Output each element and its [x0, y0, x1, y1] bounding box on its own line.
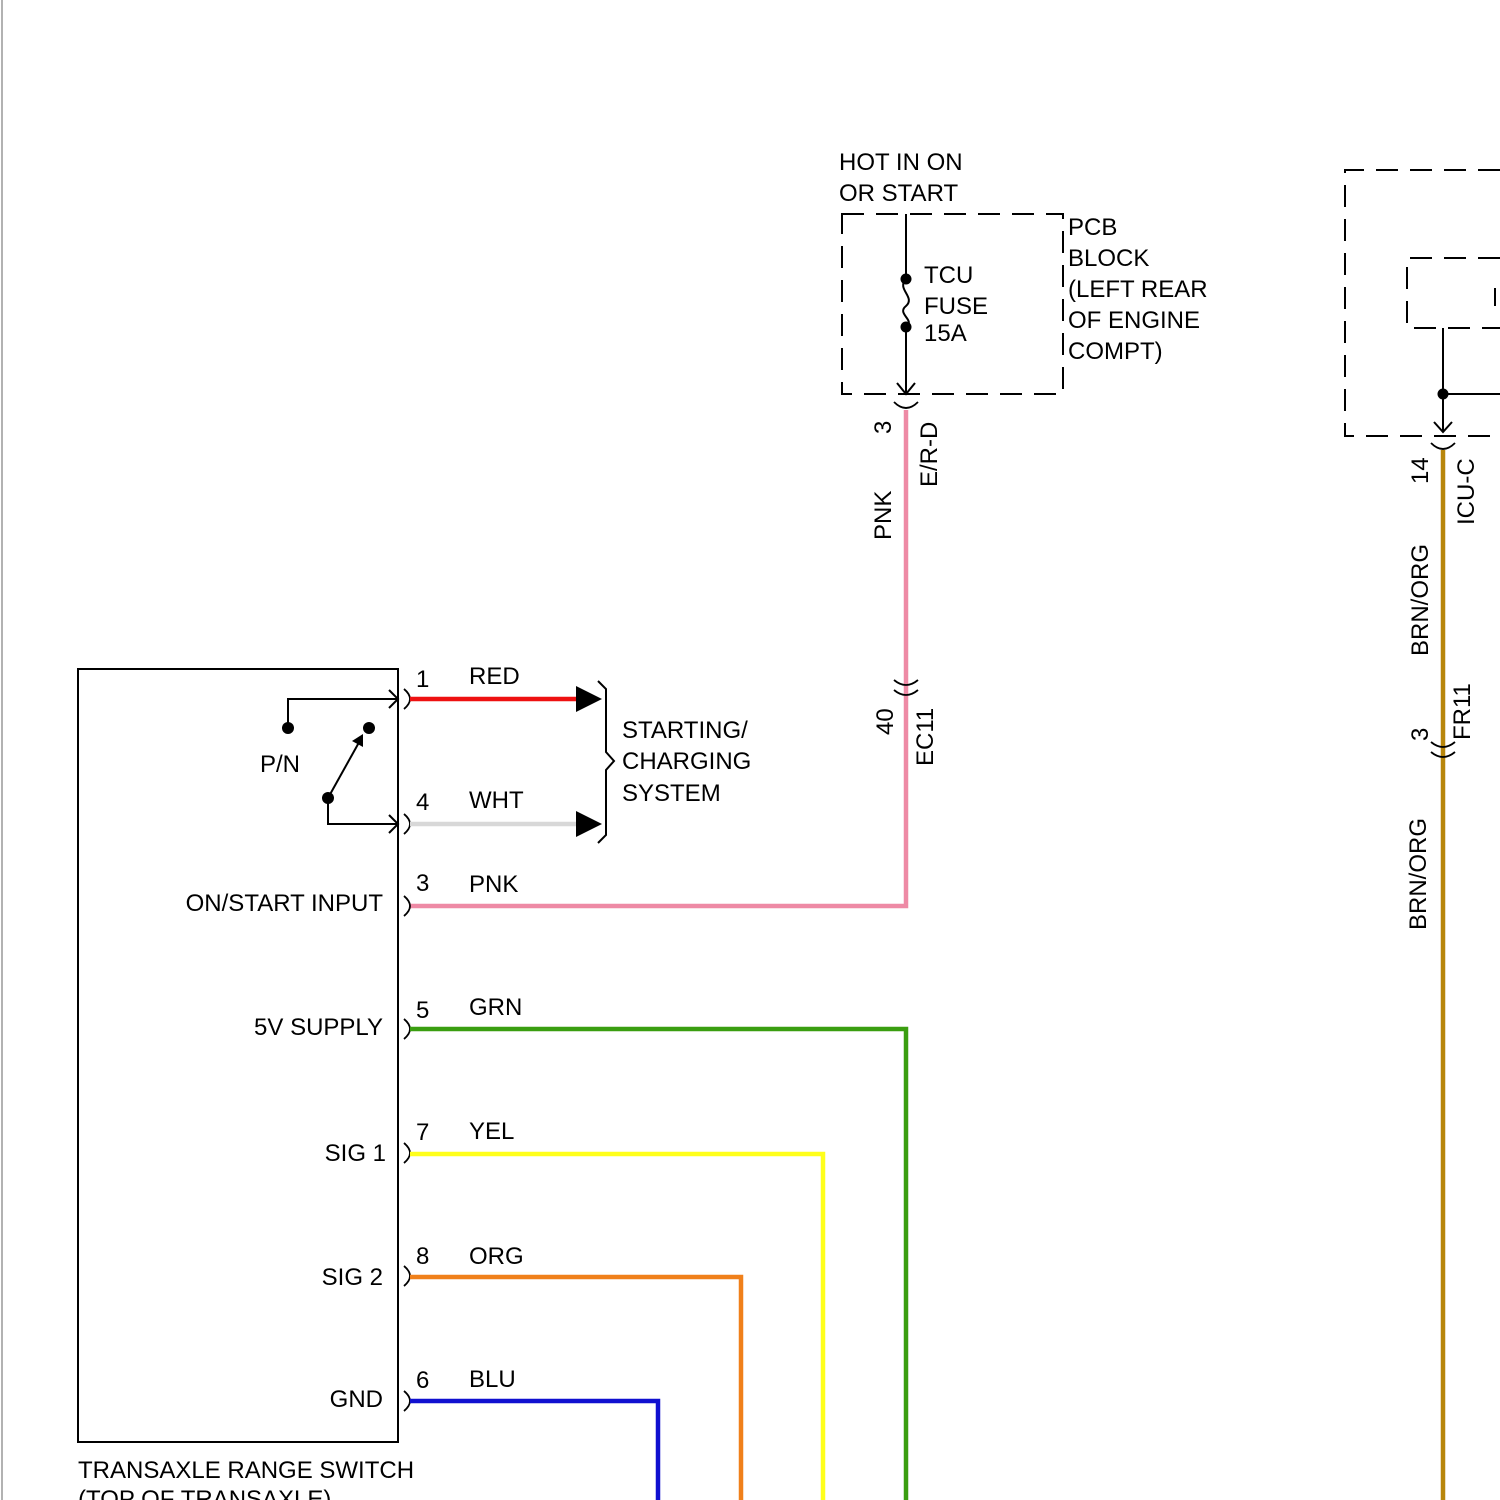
terminal-label-sig1: SIG 1 — [325, 1140, 386, 1167]
right-inner-component-outline — [1407, 258, 1500, 328]
wire-label-grn: GRN — [469, 994, 522, 1021]
fuse-label-line1: TCU — [924, 262, 973, 289]
wire-label-red: RED — [469, 663, 520, 690]
switch-title-line1: TRANSAXLE RANGE SWITCH — [78, 1457, 414, 1484]
wire-label-org: ORG — [469, 1243, 524, 1270]
pcb-label-line1: PCB — [1068, 214, 1117, 241]
pcb-label-line2: BLOCK — [1068, 245, 1149, 272]
connector-ec11-name: EC11 — [912, 708, 939, 766]
pn-label: P/N — [260, 751, 300, 778]
pcb-label-line3: (LEFT REAR — [1068, 276, 1208, 303]
terminal-label-gnd: GND — [330, 1386, 383, 1413]
connector-fr11-name: FR11 — [1449, 683, 1476, 740]
terminal-label-5v-supply: 5V SUPPLY — [254, 1014, 383, 1041]
starting-label-line2: CHARGING — [622, 748, 751, 775]
hot-label-line2: OR START — [839, 180, 958, 207]
connector-icu-c-name: ICU-C — [1453, 458, 1480, 525]
terminal-label-sig2: SIG 2 — [322, 1264, 383, 1291]
connector-icu-c-symbol — [1431, 443, 1455, 449]
wire-color-brn-org-bottom: BRN/ORG — [1405, 818, 1432, 930]
tcu-fuse-symbol — [897, 214, 915, 394]
wire-blu — [410, 1401, 658, 1500]
starting-label-line1: STARTING/ — [622, 717, 748, 744]
hot-label-line1: HOT IN ON — [839, 149, 963, 176]
pin-6-number: 6 — [416, 1367, 429, 1394]
starting-system-brace — [598, 681, 614, 843]
pcb-label-line4: OF ENGINE — [1068, 307, 1200, 334]
connector-icu-c-pin: 14 — [1407, 457, 1434, 484]
wire-label-wht: WHT — [469, 787, 524, 814]
switch-pin-connectors — [404, 689, 410, 1411]
wire-pnk — [410, 410, 906, 906]
fuse-label-line2: FUSE — [924, 293, 988, 320]
arrow-wht-to-starting — [576, 811, 602, 837]
connector-er-d-pin: 3 — [870, 421, 897, 434]
fuse-label-line3: 15A — [924, 320, 967, 347]
wire-yel — [410, 1154, 823, 1500]
wire-label-yel: YEL — [469, 1118, 514, 1145]
pin-7-number: 7 — [416, 1119, 429, 1146]
pin-3-number: 3 — [416, 870, 429, 897]
arrow-red-to-starting — [576, 686, 602, 712]
terminal-label-on-start: ON/START INPUT — [186, 890, 384, 917]
switch-title-line2: (TOP OF TRANSAXLE) — [78, 1486, 331, 1500]
transaxle-range-switch-box — [78, 669, 398, 1442]
wire-color-brn-org-top: BRN/ORG — [1407, 544, 1434, 656]
pin-1-number: 1 — [416, 666, 429, 693]
connector-fr11-pin: 3 — [1407, 728, 1434, 741]
pcb-label-line5: COMPT) — [1068, 338, 1163, 365]
wire-label-pnk: PNK — [469, 871, 518, 898]
right-module-outline — [1345, 170, 1500, 436]
pin-5-number: 5 — [416, 997, 429, 1024]
wire-color-pnk-vertical: PNK — [870, 491, 897, 540]
starting-label-line3: SYSTEM — [622, 780, 721, 807]
connector-er-d-symbol — [894, 402, 918, 408]
connector-er-d-name: E/R-D — [916, 422, 943, 487]
wire-label-blu: BLU — [469, 1366, 516, 1393]
connector-ec11-pin: 40 — [872, 708, 899, 735]
pin-8-number: 8 — [416, 1243, 429, 1270]
pin-4-number: 4 — [416, 789, 429, 816]
wire-org — [410, 1277, 741, 1500]
